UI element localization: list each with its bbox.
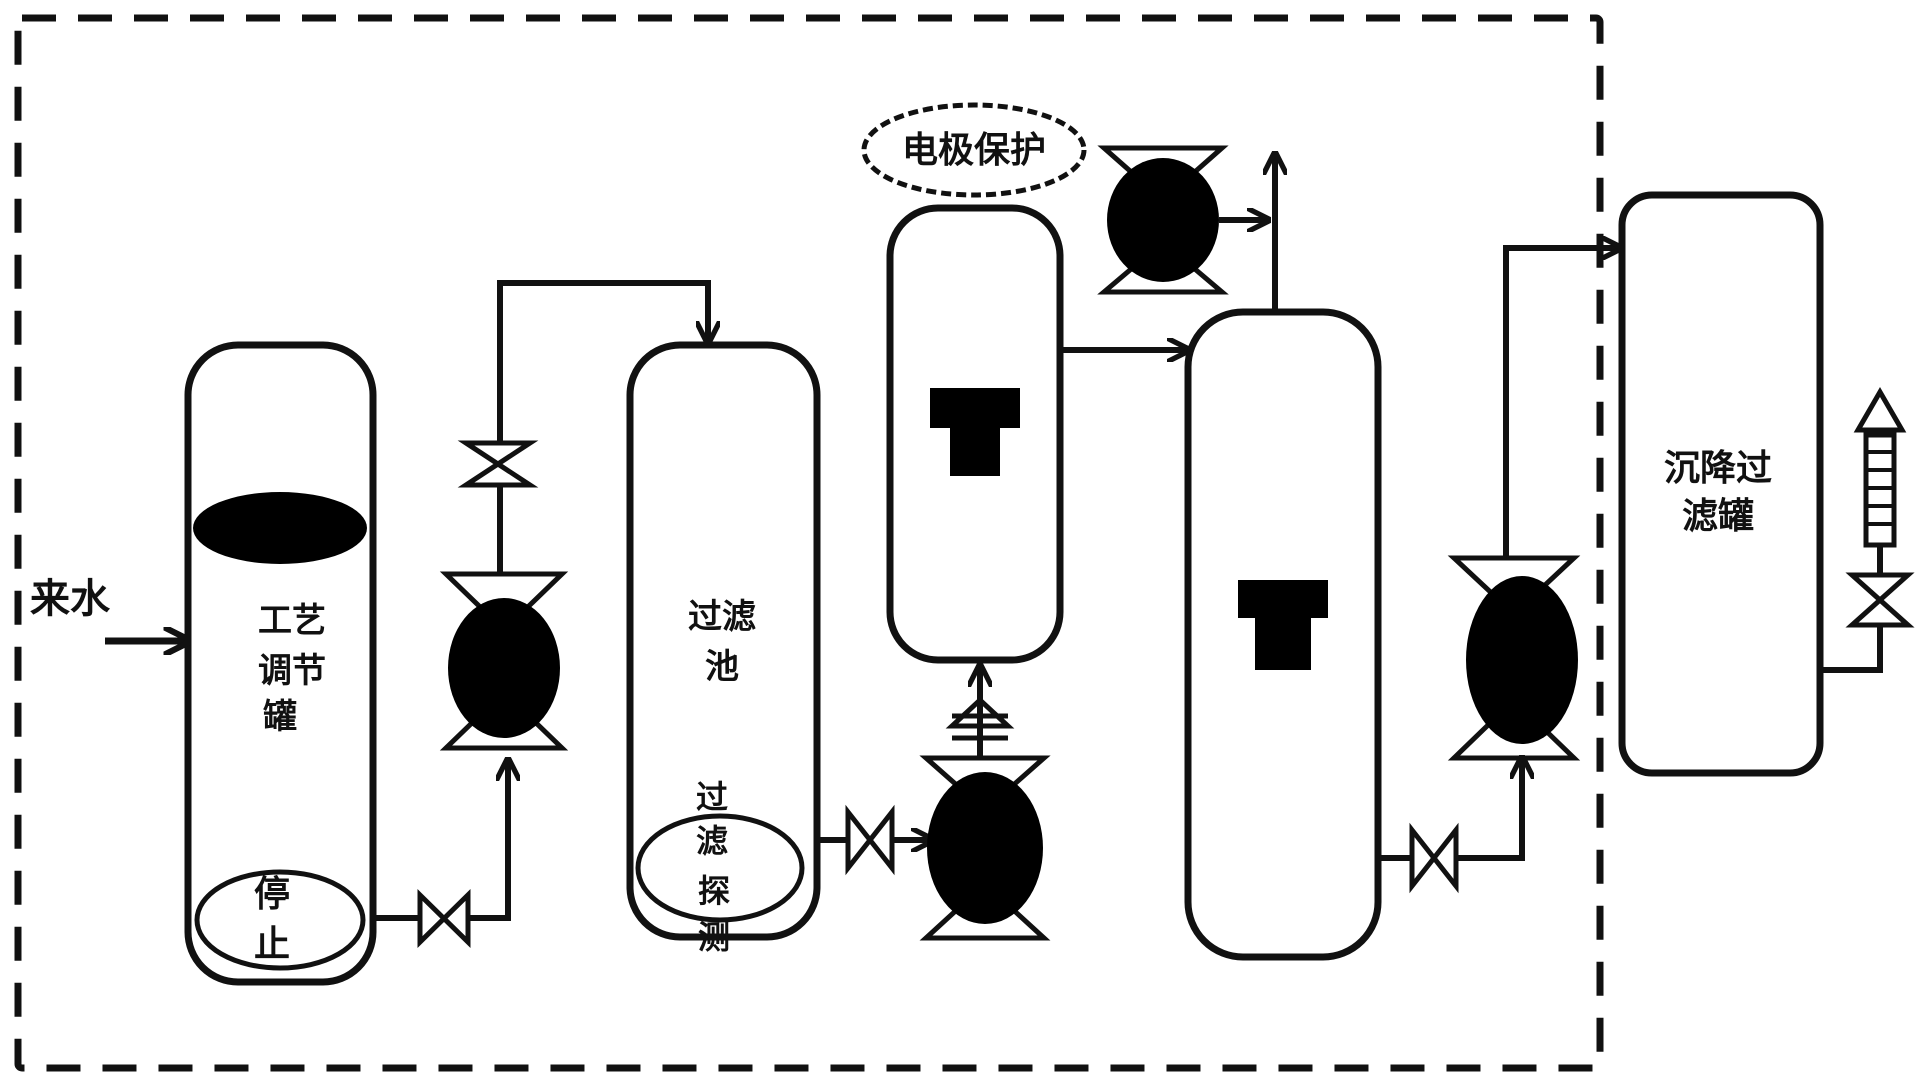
tank1-bottom-label-line2: 止 <box>254 924 290 965</box>
tank2-bottom-label-line2: 滤 <box>696 822 728 860</box>
tank2-bottom-label-line4: 测 <box>698 918 730 956</box>
tank1-level-indicator <box>193 492 367 564</box>
tank1-label-line1: 工艺 <box>258 601 326 641</box>
electrode-protection-label-bubble <box>861 102 1087 198</box>
gate-valve-1 <box>417 889 471 948</box>
electrode-protection-label: 电极保护 <box>902 130 1046 171</box>
filter-detection-sensor <box>635 813 805 923</box>
tank3-blurred-label-top <box>930 388 1020 428</box>
tank2-label-line1: 过滤 <box>688 597 756 637</box>
tank1-label-line2: 调节 <box>258 651 326 691</box>
outlet-filter-grid <box>1866 450 1894 526</box>
tank5-label-line2: 滤罐 <box>1682 496 1754 537</box>
gate-valve-3 <box>845 804 895 876</box>
pump4-icon <box>1466 576 1578 744</box>
process-regulation-tank <box>184 341 377 986</box>
tank2-bottom-label-line3: 探 <box>698 872 730 910</box>
gate-valve-2 <box>457 440 539 488</box>
settling-filter-tank <box>1618 191 1824 777</box>
tank5-label-line1: 沉降过 <box>1664 448 1772 489</box>
tank1-stop-sensor <box>194 869 366 971</box>
pipe-valve1-to-pump1 <box>468 762 508 921</box>
tank4-blurred-label-bottom <box>1255 618 1311 670</box>
pipe-pump4-to-tank5 <box>1503 248 1618 558</box>
tank2-label-line2: 池 <box>705 647 739 687</box>
outlet-arrow-head <box>1853 387 1907 433</box>
pump1-icon <box>448 598 560 738</box>
main-treatment-tank <box>1184 308 1382 961</box>
electrode-tank <box>886 204 1064 664</box>
tank1-label-line3: 罐 <box>263 697 297 737</box>
pump2-icon <box>927 772 1043 924</box>
filter-pool <box>626 341 821 941</box>
pipe-valve4-to-pump4 <box>1456 760 1522 861</box>
tank3-blurred-label-mid <box>950 428 1000 476</box>
tank1-bottom-label-line1: 停 <box>254 874 290 915</box>
pump3-icon <box>1107 158 1219 282</box>
system-boundary <box>14 14 1604 1072</box>
relief-valve-pump2 <box>945 696 1015 741</box>
tank2-bottom-label-line1: 过 <box>696 778 728 816</box>
pipe-to-filter-pool <box>497 280 708 443</box>
inlet-label: 来水 <box>30 576 111 622</box>
gate-valve-5 <box>1845 572 1915 628</box>
tank4-blurred-label-top <box>1238 580 1328 618</box>
pipe-tank5-outlet <box>1820 625 1883 673</box>
gate-valve-4 <box>1409 822 1459 894</box>
